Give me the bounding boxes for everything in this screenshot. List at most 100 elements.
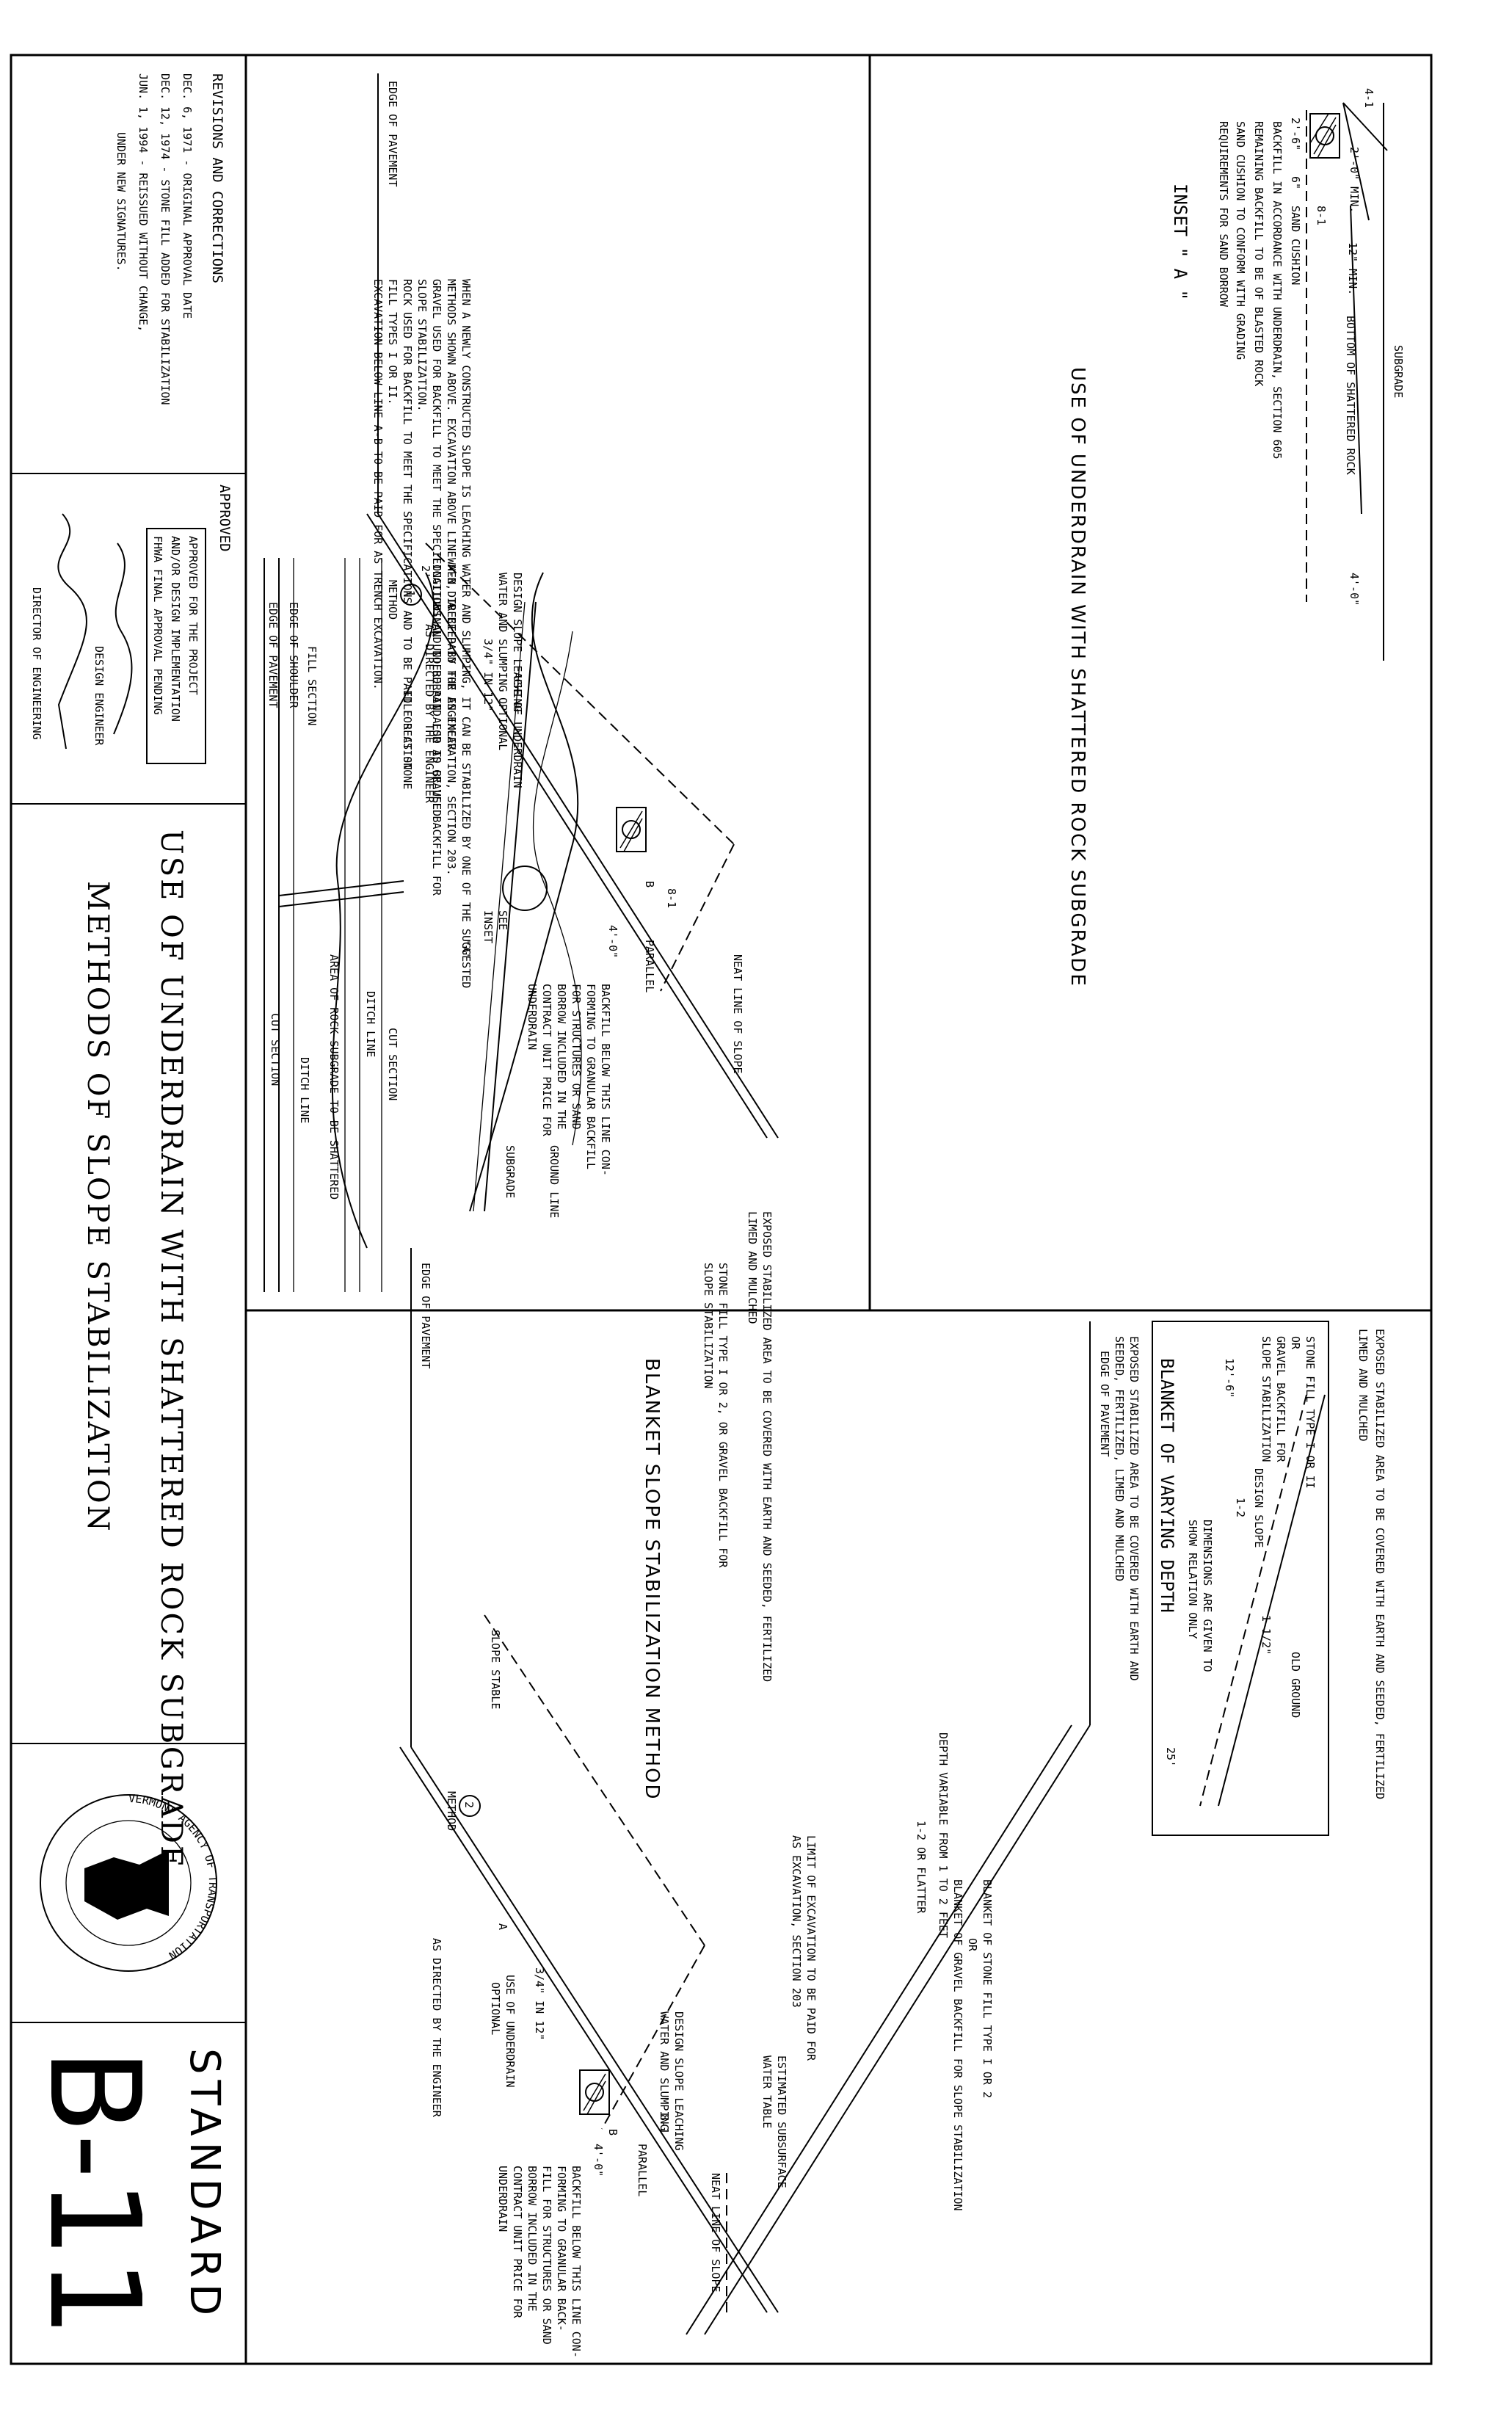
- parallel-label: PARALLEL: [643, 940, 656, 993]
- method-number: 2: [462, 1801, 476, 1808]
- parallel-label: PARALLEL: [636, 2144, 649, 2196]
- method-marker: [400, 584, 422, 606]
- longitudinal-note: LONGITUDINAL UNDERDRAIN ALSO TO BE USED: [430, 558, 443, 816]
- dimension-label: 4'-0": [592, 2144, 605, 2177]
- method-note: SLOPE STABILIZATION.: [415, 279, 429, 412]
- vermont-logo: VERMONT AGENCY OF TRANSPORTATION: [40, 1792, 219, 1972]
- section-tie-line: [278, 891, 404, 907]
- revision-item: DEC. 6, 1971 - ORIGINAL APPROVAL DATE: [181, 73, 194, 319]
- method-note: GRAVEL USED FOR BACKFILL TO MEET THE SPE…: [430, 279, 443, 896]
- stamp-line: APPROVED FOR THE PROJECT: [186, 536, 200, 695]
- see-inset-label: "A": [459, 940, 473, 959]
- ground-line-label: GROUND LINE: [548, 1145, 561, 1218]
- backfill-note: FORMING TO GRANULAR BACK-: [555, 2166, 568, 2332]
- point-a-label: A: [496, 1923, 509, 1930]
- design-slope-label: WATER AND SLUMPING: [658, 2011, 671, 2131]
- underdrain-optional: USE OF UNDERDRAIN: [511, 675, 524, 788]
- as-directed-label: AS DIRECTED BY THE ENGINEER: [430, 1938, 443, 2118]
- revisions-block: REVISIONS AND CORRECTIONS DEC. 6, 1971 -…: [115, 73, 225, 405]
- section-tie-line: [278, 880, 404, 896]
- subgrade-label: SUBGRADE: [504, 1145, 517, 1198]
- blanket-surface-line: [704, 1724, 1091, 2335]
- neat-line: [366, 513, 768, 1139]
- outer-border: [10, 54, 1433, 2365]
- underdrain-optional: OPTIONAL: [489, 1982, 502, 2035]
- dimension-label: 2'-0" MIN.: [1348, 147, 1361, 213]
- method-1-section: EDGE OF PAVEMENT 2' A B 3/4" IN 12" USE …: [366, 73, 779, 1682]
- subgrade-line: [473, 601, 526, 1212]
- method-note: EXCAVATION BELOW LINE A-B TO BE PAID FOR…: [371, 279, 385, 690]
- fill-section-label: FILL SECTION: [305, 646, 319, 725]
- inset-title: INSET " A ": [1170, 184, 1191, 300]
- backfill-note: BACKFILL IN ACCORDANCE WITH UNDERDRAIN, …: [1271, 121, 1284, 460]
- method-note: ROCK USED FOR BACKFILL TO MEET THE SPECI…: [401, 279, 414, 789]
- backfill-note: BACKFILL BELOW THIS LINE CON-: [570, 2166, 583, 2358]
- backfill-note: CONTRACT UNIT PRICE FOR: [540, 984, 553, 1137]
- revision-item: JUN. 1, 1994 - REISSUED WITHOUT CHANGE,: [137, 73, 150, 332]
- blanket-mid-note: SEEDED, FERTILIZED, LIMED AND MULCHED: [1113, 1336, 1126, 1581]
- design-slope-line: [1218, 1394, 1326, 1807]
- see-inset-label: INSET: [481, 910, 495, 943]
- backfill-note: UNDERDRAIN: [496, 2166, 509, 2232]
- backfill-note: BORROW INCLUDED IN THE: [555, 984, 568, 1130]
- blanket-section: EXPOSED STABILIZED AREA TO BE COVERED WI…: [641, 1321, 1386, 2335]
- edge-pavement-label: EDGE OF PAVEMENT: [266, 602, 280, 708]
- point-b-label: B: [643, 881, 656, 888]
- shattered-rock-title: USE OF UNDERDRAIN WITH SHATTERED ROCK SU…: [1066, 367, 1088, 987]
- neat-line: [399, 1746, 768, 2313]
- longitudinal-note: WHEN DIRECTED BY THE ENGINEER: [445, 558, 458, 751]
- sand-cushion-label: SAND CUSHION: [1289, 206, 1302, 285]
- limit-note: AS EXCAVATION, SECTION 203: [790, 1835, 803, 2008]
- method-number: 1: [404, 590, 417, 597]
- see-inset-label: SEE: [496, 910, 509, 930]
- slope-line: [1342, 102, 1388, 151]
- design-slope-label: DESIGN SLOPE: [1252, 1468, 1265, 1547]
- stone-fill-note: STONE FILL TYPE I OR II: [1304, 1336, 1317, 1489]
- stone-fill-note: SLOPE STABILIZATION: [1260, 1336, 1273, 1462]
- method-2-section: EDGE OF PAVEMENT SLOPE STABLE METHOD 2 A…: [399, 1248, 779, 2358]
- approval-block: APPROVED APPROVED FOR THE PROJECT AND/OR…: [30, 485, 233, 764]
- engineer-signature: [113, 543, 133, 735]
- stone-fill-note: GRAVEL BACKFILL FOR: [1274, 1336, 1287, 1463]
- underdrain-optional: USE OF UNDERDRAIN: [504, 1975, 517, 2088]
- design-slope-label: DESIGN SLOPE LEACHING: [672, 2011, 686, 2151]
- remaining-note: REMAINING BACKFILL TO BE OF BLASTED ROCK: [1252, 121, 1265, 386]
- see-inset-circle: [502, 866, 548, 911]
- revision-item: DEC. 12, 1974 - STONE FILL ADDED FOR STA…: [159, 73, 172, 405]
- method-note: METHODS SHOWN ABOVE. EXCAVATION ABOVE LI…: [445, 279, 458, 876]
- blanket-exposed-note: EXPOSED STABILIZED AREA TO BE COVERED WI…: [1373, 1329, 1386, 1799]
- design-slope-line: [377, 513, 779, 1139]
- slope-stable-label: SLOPE STABLE: [489, 1630, 502, 1709]
- stone-fill-note: SLOPE STABILIZATION: [702, 1263, 715, 1389]
- slope-label: 8-1: [1315, 206, 1328, 225]
- exposed-note: LIMED AND MULCHED: [746, 1211, 759, 1324]
- underdrain-optional: OPTIONAL: [496, 697, 509, 750]
- excavation-line: [484, 1614, 705, 1946]
- exposed-note: EXPOSED STABILIZED AREA TO BE COVERED WI…: [760, 1211, 774, 1682]
- ground-line: [532, 631, 582, 1146]
- revision-item: UNDER NEW SIGNATURES.: [115, 132, 128, 272]
- backfill-note: BACKFILL BELOW THIS LINE CON-: [599, 984, 612, 1176]
- shattered-rock-section: 4-1 8-1 2'-0" MIN. 12" MIN. BOTTOM OF SH…: [263, 88, 1405, 1292]
- method-label: METHOD: [386, 580, 399, 620]
- dimension-label: 2'-6": [1289, 117, 1302, 150]
- ratio-label: 3/4" IN 12": [533, 1967, 546, 2040]
- backfill-note: FOR STRUCTURES OR SAND: [570, 984, 583, 1130]
- blanket-mid-note: EXPOSED STABILIZED AREA TO BE COVERED WI…: [1127, 1336, 1141, 1681]
- parallel-line: [660, 843, 735, 992]
- sand-note: SAND CUSHION TO CONFORM WITH GRADING: [1234, 121, 1247, 360]
- point-b-label: B: [606, 2129, 619, 2136]
- approval-stamp: [146, 528, 206, 764]
- director-label: DIRECTOR OF ENGINEERING: [30, 587, 43, 740]
- backfill-note: CONTRACT UNIT PRICE FOR: [511, 2166, 524, 2319]
- blanket-bottom-line: [686, 1724, 1072, 2335]
- logo-outer-ring: [40, 1794, 217, 1972]
- method-label: METHOD: [445, 1791, 458, 1831]
- edge-shoulder-label: EDGE OF SHOULDER: [287, 602, 300, 708]
- method-marker: [459, 1795, 481, 1817]
- backfill-note: BORROW INCLUDED IN THE: [526, 2166, 539, 2312]
- dimension-label: 8-1: [658, 2114, 671, 2134]
- dimensions-note: SHOW RELATION ONLY: [1186, 1520, 1199, 1639]
